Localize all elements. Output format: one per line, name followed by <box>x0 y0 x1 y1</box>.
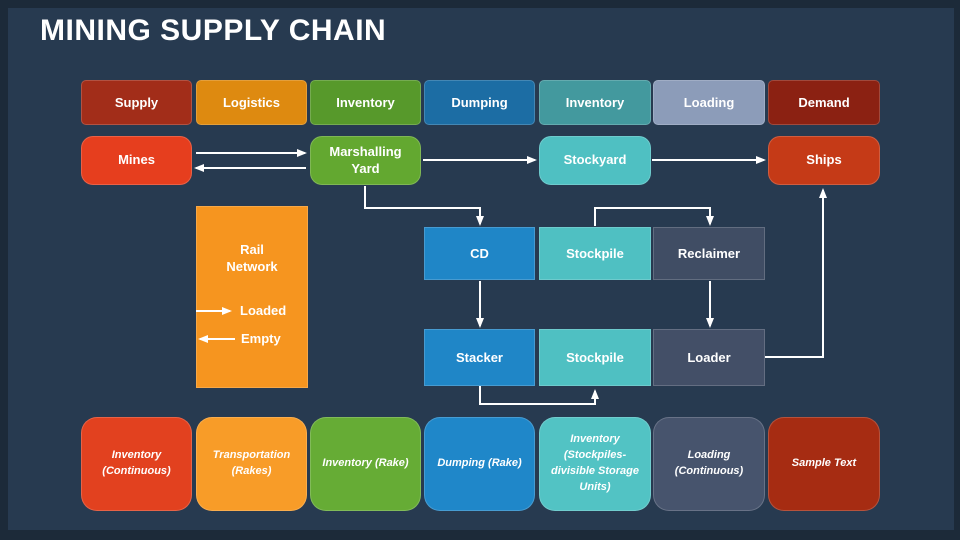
node-stockyard: Stockyard <box>539 136 651 185</box>
node-reclaimer: Reclaimer <box>653 227 765 280</box>
legend-empty-label: Empty <box>241 331 281 346</box>
node-mines: Mines <box>81 136 192 185</box>
node-sample-text: Sample Text <box>768 417 880 511</box>
node-inventory-rake: Inventory (Rake) <box>310 417 421 511</box>
node-marshalling-yard: Marshalling Yard <box>310 136 421 185</box>
node-rail-network <box>196 206 308 388</box>
node-stockpile-lower: Stockpile <box>539 329 651 386</box>
node-inventory-stockpiles: Inventory (Stockpiles-divisible Storage … <box>539 417 651 511</box>
node-dumping-rake: Dumping (Rake) <box>424 417 535 511</box>
node-dumping: Dumping <box>424 80 535 125</box>
legend-loaded-label: Loaded <box>240 303 287 318</box>
node-inventory-continuous: Inventory (Continuous) <box>81 417 192 511</box>
node-logistics: Logistics <box>196 80 307 125</box>
rail-network-label: Rail Network <box>226 242 278 274</box>
node-transportation-rakes: Transportation (Rakes) <box>196 417 307 511</box>
node-loading-continuous: Loading (Continuous) <box>653 417 765 511</box>
node-loading: Loading <box>653 80 765 125</box>
node-stockpile-upper: Stockpile <box>539 227 651 280</box>
page-title: MINING SUPPLY CHAIN <box>40 14 387 47</box>
node-supply: Supply <box>81 80 192 125</box>
node-stacker: Stacker <box>424 329 535 386</box>
node-ships: Ships <box>768 136 880 185</box>
node-inventory-rail: Inventory <box>310 80 421 125</box>
node-loader: Loader <box>653 329 765 386</box>
node-cd: CD <box>424 227 535 280</box>
node-demand: Demand <box>768 80 880 125</box>
node-inventory-stockyard: Inventory <box>539 80 651 125</box>
